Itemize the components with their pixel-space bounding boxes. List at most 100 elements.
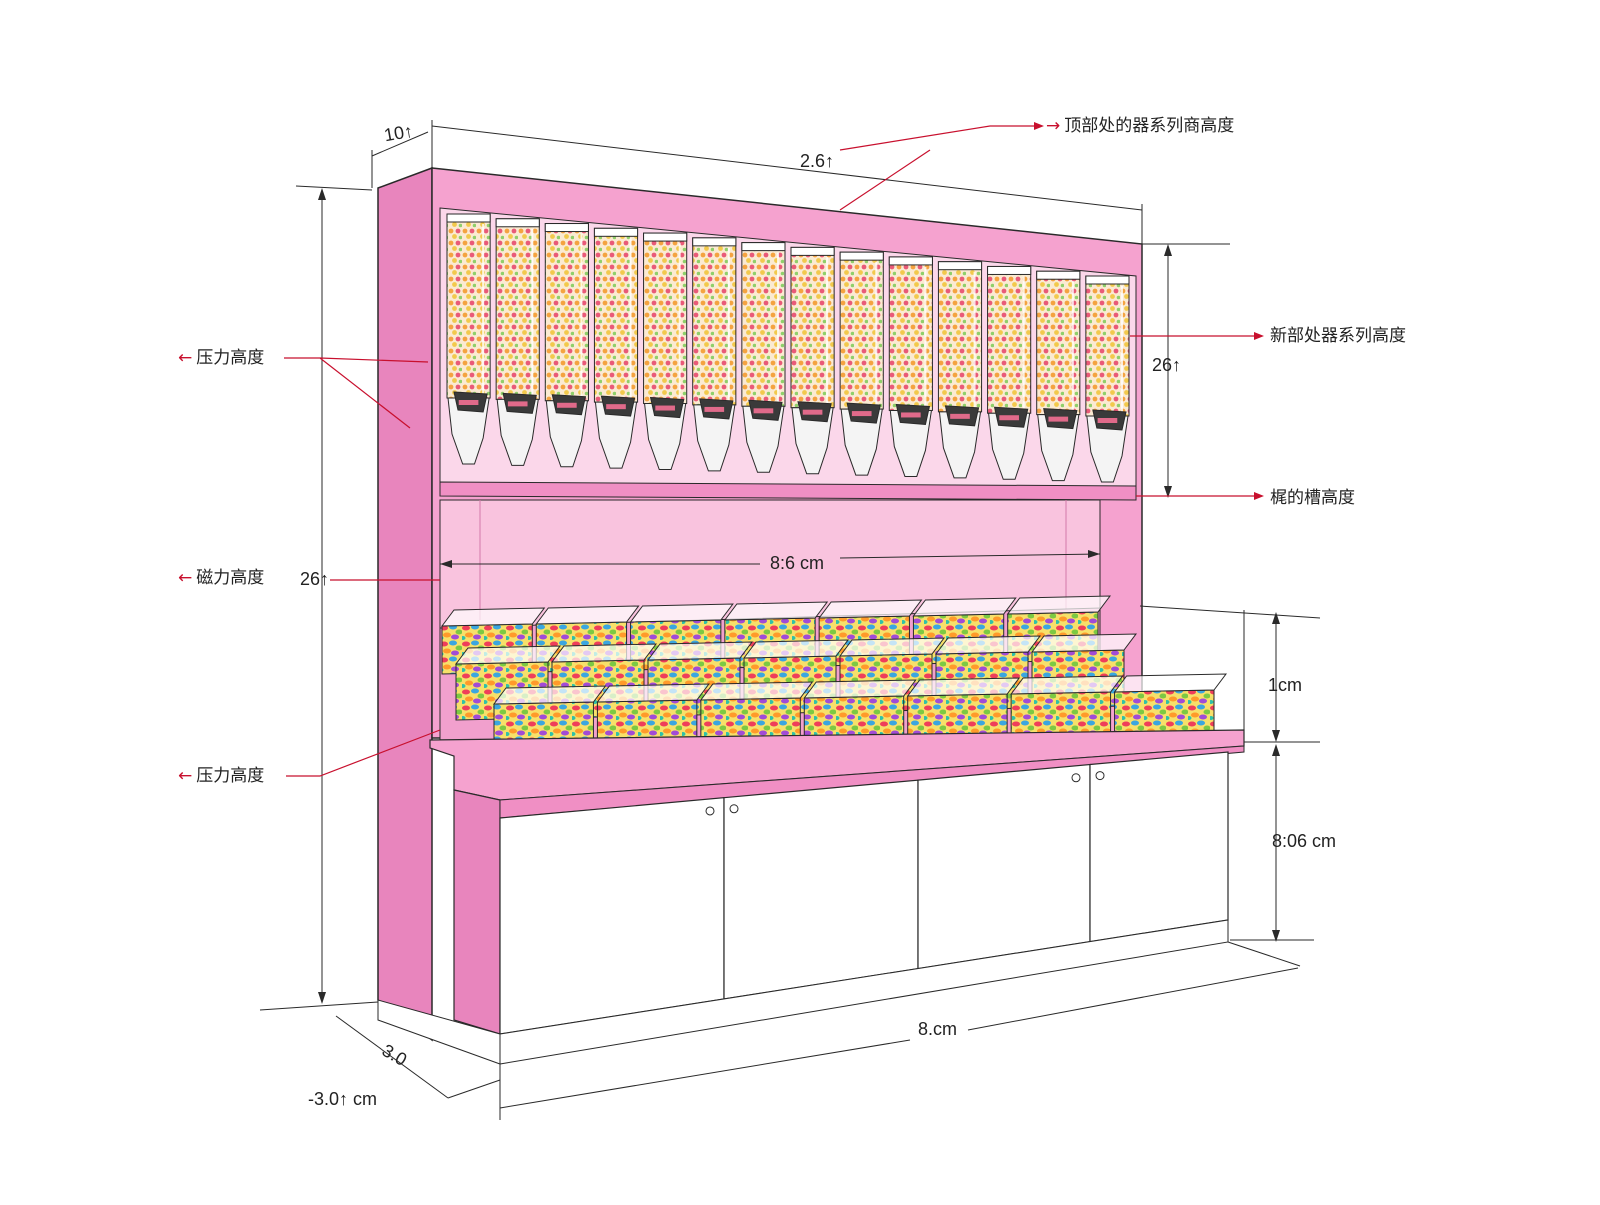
dispenser-label [901,412,921,418]
door-knob [1095,771,1105,781]
bin-lid [1006,595,1112,615]
bin-lid [699,681,814,701]
dispenser [643,232,688,471]
dispenser-chute [988,412,1031,480]
cabinet-door [723,779,919,1000]
dispenser-chute [644,403,687,471]
bin-height-label: 1cm [1268,675,1303,695]
dispenser-label [950,413,970,419]
left-middle-value: 26↑ [300,569,330,589]
right-mid-callout: 新部处器系列高度 [1270,326,1406,346]
dispenser [692,237,737,472]
dispenser [937,261,983,479]
right-height-label: 26↑ [1152,355,1182,375]
leader-lines [284,125,1256,777]
base-top [499,745,1245,819]
dispenser-lid [839,251,884,261]
bin-lid [629,603,734,623]
bin-lid [1113,673,1228,693]
bin-lid [1030,633,1138,653]
lower-cabinet-doors [499,751,1229,1035]
inner-width-label: 8:6 cm [770,553,825,573]
bin-lid [838,637,946,657]
dispenser [741,242,786,473]
bin-lid [723,601,829,621]
bin-lid [818,599,923,619]
dispenser-chute [693,404,736,472]
base-body [453,789,501,1035]
right-top-callout: 顶部处的器系列商高度 [1046,118,1234,135]
dispenser-lid [446,213,491,223]
dispenser-chute [742,405,785,473]
dispenser-label [1048,416,1069,422]
dispenser-chute [938,411,982,479]
dispenser [888,256,933,477]
dispenser-lid [593,227,639,237]
bin-lid [934,635,1042,655]
dimension-arrows [318,188,1280,1004]
dispenser-chute [840,408,883,476]
dispenser-chute [594,401,638,469]
cabinet-door [499,797,725,1035]
dispenser-lid [741,242,786,252]
dispenser-chute [1086,415,1129,483]
dispenser-lid [1085,275,1130,285]
leader-arrowheads [1034,122,1264,500]
dispenser-label [606,404,626,410]
depth-bottom-total-label: -3.0↑ cm [308,1089,378,1109]
dispenser [790,246,835,475]
door-knob [729,804,739,814]
dispenser-label [458,400,479,405]
dispenser-row [446,213,1130,483]
bin-lid [1010,675,1124,695]
dispenser-lid [692,237,737,247]
dispenser-lid [544,223,589,233]
dispenser [987,265,1032,480]
dispenser-chute [1037,414,1080,482]
bin-lid [742,639,850,659]
top-depth-label: 10↑ [382,120,415,146]
dispenser-lid [987,265,1032,275]
top-width-label: 2.6↑ [800,151,835,171]
dispenser-label [753,408,774,414]
bin-lid [440,607,546,627]
dispenser-label [999,415,1019,421]
bin-lid [803,679,917,699]
dispenser-label [655,405,675,411]
dispenser [1085,275,1130,483]
bin-lid [912,597,1017,617]
dispenser-chute [496,398,539,466]
left-middle-callout: 磁力高度 [178,570,264,587]
dispenser-label [1097,418,1118,423]
bin-lid [454,645,562,665]
dispenser-label [851,411,872,417]
dispenser-label [802,409,823,415]
right-shelf-callout: 梶的槽高度 [1270,488,1355,508]
bin-lid [596,683,710,703]
left-upper-callout: 压力高度 [178,350,264,367]
dispenser-label [557,402,577,408]
cabinet-height-label: 8:06 cm [1272,831,1337,851]
bin-lid [492,685,607,705]
dispenser-chute [447,397,490,465]
cabinet-door [1089,751,1229,943]
bottom-width-label: 8.cm [918,1019,958,1039]
dimension-lines [259,120,1321,1120]
dispenser-lid [643,232,688,242]
dispenser-chute [889,409,933,477]
door-knob [705,806,715,816]
dispenser [446,213,491,465]
dispenser-lid [495,218,540,228]
dispenser-label [704,406,725,412]
dispenser [839,251,884,476]
dispenser [544,223,589,468]
dispenser [1036,270,1081,482]
dispenser-label [507,401,528,407]
bin-lid [646,641,754,661]
bin-lid [906,677,1021,697]
dispenser-lid [937,261,983,271]
left-lower-callout: 压力高度 [178,768,264,785]
cabinet-side-panel [377,166,433,1042]
